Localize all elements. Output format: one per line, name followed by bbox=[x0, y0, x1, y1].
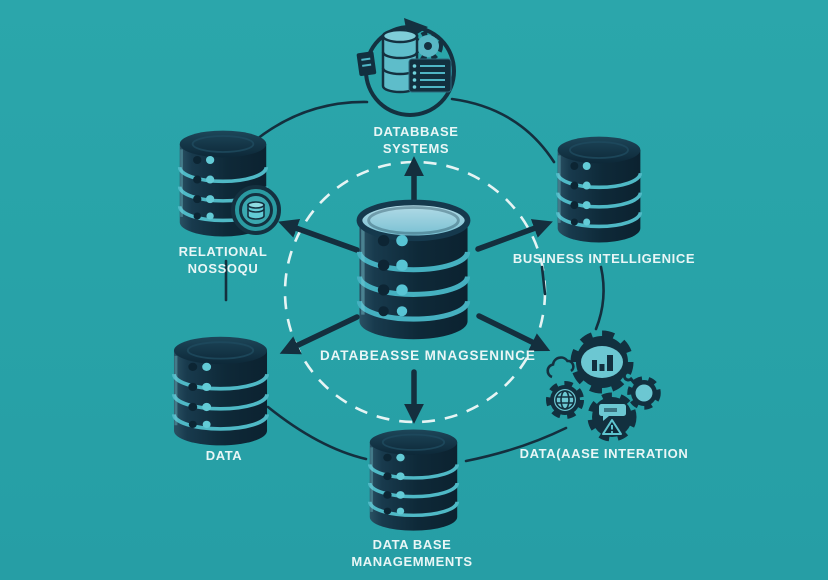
label-data: DATA bbox=[124, 447, 324, 464]
gear-icon bbox=[413, 31, 443, 61]
label-relational-nosql: RELATIONAL NOSSOQU bbox=[123, 243, 323, 277]
database-bottom-left-icon bbox=[171, 334, 270, 448]
label-line: MANAGEMMENTS bbox=[351, 554, 473, 569]
database-right-icon bbox=[555, 134, 643, 245]
gears-analytics-icon bbox=[546, 330, 661, 442]
arrow-to-right bbox=[475, 219, 553, 252]
wrench-icon bbox=[622, 370, 638, 386]
small-gear-icon bbox=[627, 376, 661, 410]
center-arrows bbox=[278, 156, 553, 424]
cloud-icon bbox=[546, 356, 575, 379]
label-database-management: DATABEASSE MNAGSENINCE bbox=[320, 347, 535, 364]
label-line: DATA BASE bbox=[372, 537, 452, 552]
globe-grid-icon bbox=[555, 390, 575, 410]
outer-ring-arcs bbox=[224, 97, 605, 463]
label-line: BUSINESS INTELLIGENICE bbox=[512, 251, 696, 266]
analytics-gear-icon bbox=[570, 330, 634, 394]
database-bottom-center-icon bbox=[367, 427, 460, 533]
label-line: SYSTEMS bbox=[382, 141, 450, 156]
label-line: DATABEASSE MNAGSENINCE bbox=[320, 348, 536, 363]
label-line: DATA bbox=[205, 448, 243, 463]
chat-bubble-icon bbox=[599, 404, 626, 421]
label-line: NOSSOQU bbox=[187, 261, 259, 276]
label-database-integration: DATA(AASE INTERATION bbox=[504, 445, 704, 462]
label-line: DATABBASE bbox=[373, 124, 459, 139]
server-rack-icon bbox=[408, 58, 452, 93]
globe-gear-icon bbox=[546, 381, 584, 419]
label-database-managements: DATA BASE MANAGEMMENTS bbox=[312, 536, 512, 570]
arrow-to-bottom-left bbox=[279, 314, 360, 355]
label-line: DATA(AASE INTERATION bbox=[519, 446, 689, 461]
data-cycle-icon bbox=[356, 18, 456, 117]
label-business-intelligence: BUSINESS INTELLIGENICE bbox=[504, 250, 704, 267]
document-icon bbox=[356, 51, 377, 77]
arrow-to-left bbox=[278, 219, 360, 253]
label-line: RELATIONAL bbox=[178, 244, 268, 259]
database-badge-icon bbox=[231, 185, 281, 235]
database-center-icon bbox=[359, 202, 467, 339]
warning-triangle-icon bbox=[602, 419, 622, 435]
bar-chart-icon bbox=[592, 355, 613, 371]
arrow-to-bottom-right bbox=[476, 313, 551, 352]
alert-gear-icon bbox=[587, 392, 637, 442]
label-database-systems: DATABBASE SYSTEMS bbox=[316, 123, 516, 157]
